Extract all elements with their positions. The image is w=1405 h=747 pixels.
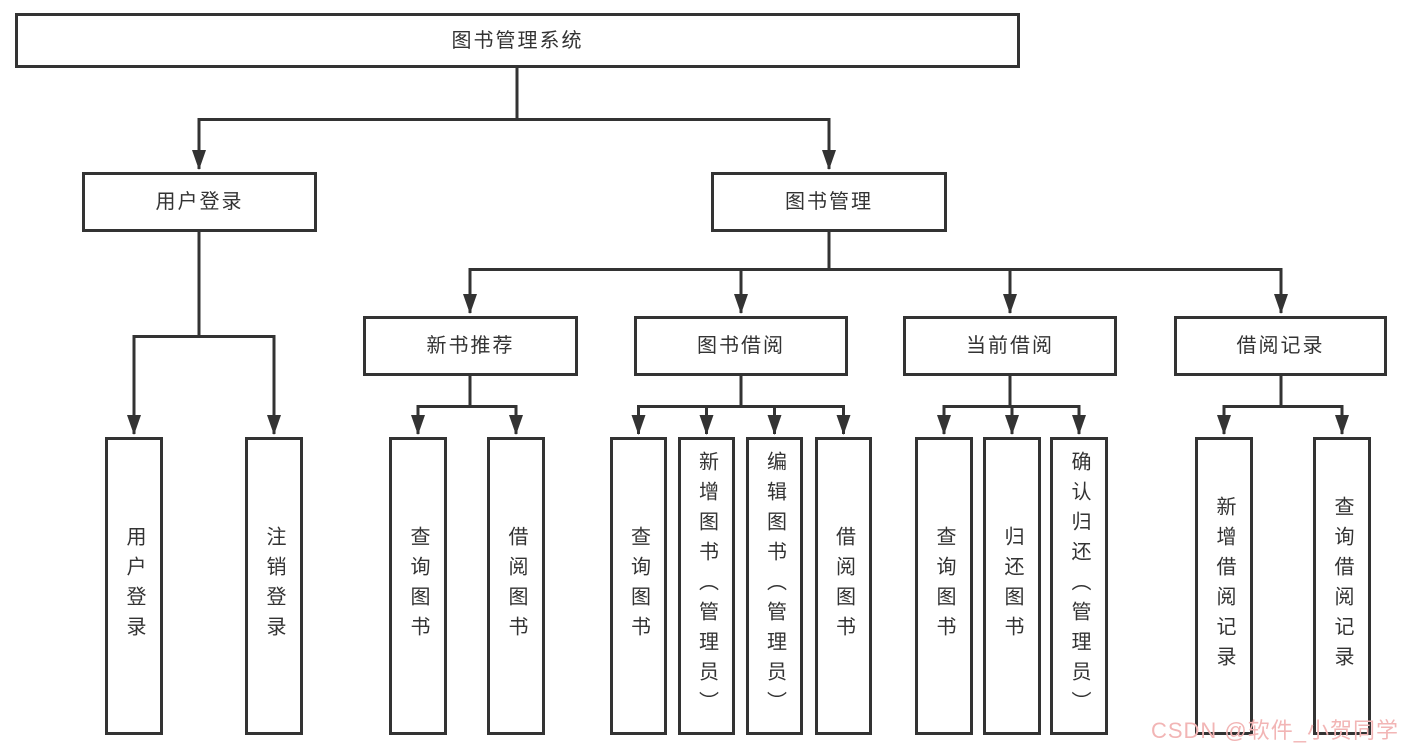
leaf-borrow-query-books: 查询图书 <box>610 437 667 735</box>
leaf-user-login: 用户登录 <box>105 437 163 735</box>
leaf-edit-books-admin: 编辑图书（管理员） <box>746 437 803 735</box>
leaf-return-books: 归还图书 <box>983 437 1041 735</box>
leaf-confirm-return-admin: 确认归还（管理员） <box>1050 437 1108 735</box>
leaf-current-query-books: 查询图书 <box>915 437 973 735</box>
leaf-recommend-query-books-label: 查询图书 <box>407 526 429 646</box>
node-new-book-recommend-label: 新书推荐 <box>426 335 515 357</box>
leaf-logout: 注销登录 <box>245 437 303 735</box>
leaf-logout-label: 注销登录 <box>263 526 285 646</box>
node-new-book-recommend: 新书推荐 <box>363 316 578 376</box>
leaf-query-borrow-record: 查询借阅记录 <box>1313 437 1371 735</box>
node-current-borrow-label: 当前借阅 <box>966 335 1054 357</box>
leaf-add-borrow-record-label: 新增借阅记录 <box>1213 496 1235 676</box>
csdn-watermark: CSDN @软件_小贺同学 <box>1150 718 1399 743</box>
leaf-add-borrow-record: 新增借阅记录 <box>1195 437 1253 735</box>
leaf-current-query-books-label: 查询图书 <box>933 526 955 646</box>
node-book-borrow-label: 图书借阅 <box>697 335 785 357</box>
leaf-borrow-books-label: 借阅图书 <box>832 526 855 646</box>
leaf-query-borrow-record-label: 查询借阅记录 <box>1331 496 1353 676</box>
leaf-recommend-query-books: 查询图书 <box>389 437 447 735</box>
node-book-borrow: 图书借阅 <box>634 316 848 376</box>
node-borrow-records-label: 借阅记录 <box>1236 335 1325 357</box>
node-root: 图书管理系统 <box>15 13 1020 68</box>
node-book-management: 图书管理 <box>711 172 947 232</box>
leaf-return-books-label: 归还图书 <box>1001 526 1023 646</box>
node-current-borrow: 当前借阅 <box>903 316 1117 376</box>
node-root-label: 图书管理系统 <box>451 29 584 52</box>
leaf-recommend-borrow-books: 借阅图书 <box>487 437 545 735</box>
leaf-user-login-label: 用户登录 <box>123 526 145 646</box>
leaf-edit-books-admin-label: 编辑图书（管理员） <box>763 451 786 721</box>
leaf-add-books-admin-label: 新增图书（管理员） <box>695 451 718 721</box>
node-borrow-records: 借阅记录 <box>1174 316 1387 376</box>
leaf-recommend-borrow-books-label: 借阅图书 <box>505 526 527 646</box>
node-user-login-label: 用户登录 <box>155 191 244 213</box>
node-user-login: 用户登录 <box>82 172 317 232</box>
leaf-borrow-books: 借阅图书 <box>815 437 872 735</box>
leaf-add-books-admin: 新增图书（管理员） <box>678 437 735 735</box>
node-book-management-label: 图书管理 <box>785 191 873 213</box>
leaf-confirm-return-admin-label: 确认归还（管理员） <box>1068 451 1090 721</box>
leaf-borrow-query-books-label: 查询图书 <box>627 526 650 646</box>
